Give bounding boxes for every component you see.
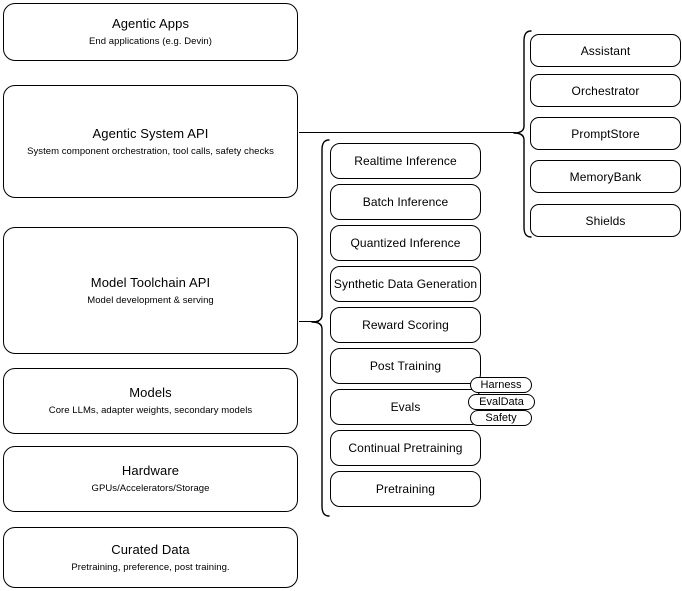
capability-label: Evals <box>390 400 421 414</box>
layer-title: Agentic System API <box>92 125 209 141</box>
eval-pill-evaldata[interactable]: EvalData <box>468 394 535 410</box>
layer-subtitle: System component orchestration, tool cal… <box>27 145 274 157</box>
capability-label: Quantized Inference <box>350 236 461 250</box>
capability-label: Realtime Inference <box>354 154 457 168</box>
layer-subtitle: GPUs/Accelerators/Storage <box>91 483 210 494</box>
capability-box-reward-scoring[interactable]: Reward Scoring <box>330 307 481 343</box>
layer-title: Agentic Apps <box>111 16 190 31</box>
capability-label: Reward Scoring <box>362 318 449 332</box>
capability-label: Pretraining <box>375 482 436 496</box>
system-component-label: Assistant <box>580 43 631 58</box>
capability-label: Batch Inference <box>362 195 449 209</box>
layer-subtitle: Pretraining, preference, post training. <box>71 561 230 573</box>
layer-box-curated-data[interactable]: Curated Data Pretraining, preference, po… <box>3 527 298 588</box>
capability-box-post-training[interactable]: Post Training <box>330 348 481 384</box>
system-component-box-shields[interactable]: Shields <box>530 204 681 237</box>
layer-title: Hardware <box>121 463 180 478</box>
layer-subtitle: Model development & serving <box>87 294 214 306</box>
brace-toolchain-capabilities <box>310 139 330 517</box>
connector-system-api-to-components <box>299 132 516 134</box>
system-component-label: Orchestrator <box>571 83 640 98</box>
system-component-box-orchestrator[interactable]: Orchestrator <box>530 74 681 107</box>
capability-box-synthetic-data-generation[interactable]: Synthetic Data Generation <box>330 266 481 302</box>
system-component-label: PromptStore <box>571 126 640 141</box>
layer-title: Curated Data <box>111 541 190 557</box>
capability-box-pretraining[interactable]: Pretraining <box>330 471 481 507</box>
capability-label: Synthetic Data Generation <box>333 277 478 291</box>
system-component-label: MemoryBank <box>569 169 642 184</box>
layer-box-hardware[interactable]: Hardware GPUs/Accelerators/Storage <box>3 446 298 512</box>
capability-box-continual-pretraining[interactable]: Continual Pretraining <box>330 430 481 466</box>
brace-system-components <box>512 30 532 238</box>
layer-subtitle: Core LLMs, adapter weights, secondary mo… <box>48 405 253 416</box>
system-component-box-memorybank[interactable]: MemoryBank <box>530 160 681 193</box>
layer-box-model-toolchain-api[interactable]: Model Toolchain API Model development & … <box>3 227 298 354</box>
system-component-label: Shields <box>585 213 626 228</box>
layer-title: Models <box>129 385 172 400</box>
capability-box-quantized-inference[interactable]: Quantized Inference <box>330 225 481 261</box>
eval-pill-harness[interactable]: Harness <box>470 377 532 393</box>
capability-label: Continual Pretraining <box>348 441 463 455</box>
system-component-box-promptstore[interactable]: PromptStore <box>530 117 681 150</box>
layer-title: Model Toolchain API <box>90 274 211 290</box>
connector-toolchain-to-capabilities <box>299 321 319 323</box>
capability-box-evals[interactable]: Evals <box>330 389 481 425</box>
capability-box-batch-inference[interactable]: Batch Inference <box>330 184 481 220</box>
capability-label: Post Training <box>369 359 442 373</box>
capability-box-realtime-inference[interactable]: Realtime Inference <box>330 143 481 179</box>
system-component-box-assistant[interactable]: Assistant <box>530 34 681 67</box>
eval-pill-safety[interactable]: Safety <box>470 410 532 426</box>
layer-box-models[interactable]: Models Core LLMs, adapter weights, secon… <box>3 368 298 434</box>
layer-box-agentic-system-api[interactable]: Agentic System API System component orch… <box>3 85 298 198</box>
layer-subtitle: End applications (e.g. Devin) <box>89 36 212 47</box>
layer-box-agentic-apps[interactable]: Agentic Apps End applications (e.g. Devi… <box>3 3 298 61</box>
